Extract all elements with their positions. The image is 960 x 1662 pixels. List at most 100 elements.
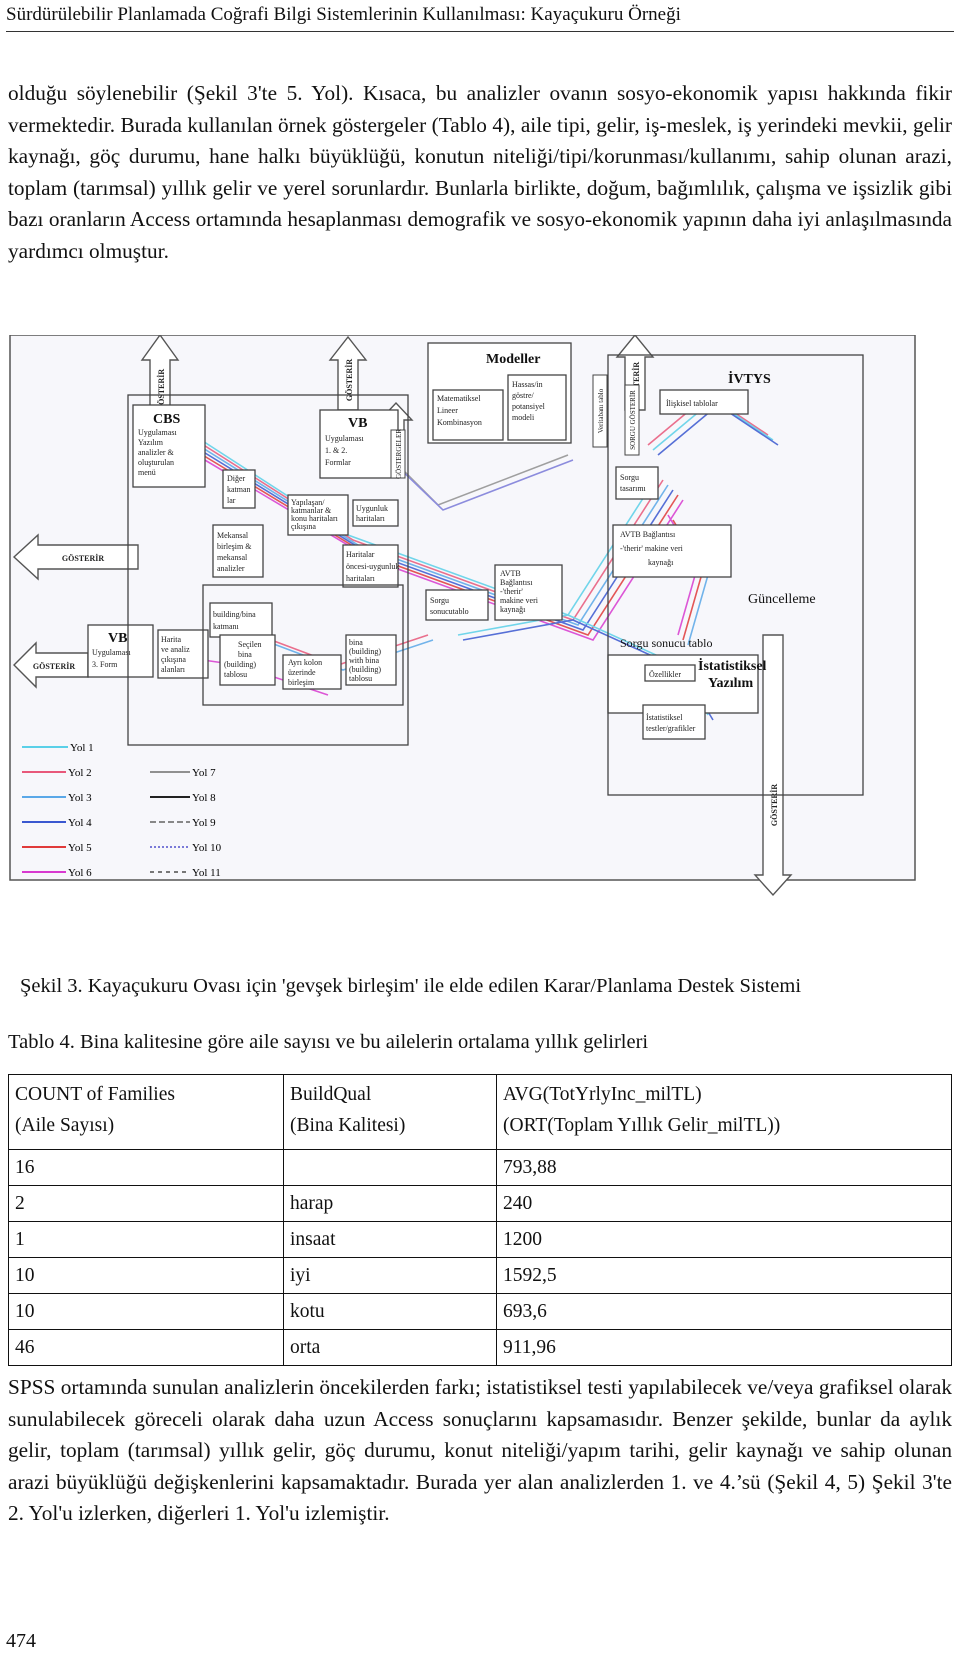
data-table: COUNT of Families (Aile Sayısı) BuildQua… bbox=[8, 1074, 952, 1366]
cbs-sub-3: analizler & bbox=[138, 448, 175, 457]
table-header-row: COUNT of Families (Aile Sayısı) BuildQua… bbox=[8, 1074, 952, 1150]
mat-model-2: Lineer bbox=[437, 406, 458, 415]
yapilasan-2: katmanlar & bbox=[291, 506, 332, 515]
building-katman-1: building/bina bbox=[213, 610, 256, 619]
table-cell: 1 bbox=[8, 1221, 284, 1258]
diger-katman-3: lar bbox=[227, 496, 236, 505]
table-cell: 46 bbox=[8, 1329, 284, 1366]
table-cell bbox=[283, 1149, 497, 1186]
bina-tablo-2: (building) bbox=[349, 647, 381, 656]
ayri-kolon-3: birleşim bbox=[288, 678, 315, 687]
mekansal-2: birleşim & bbox=[217, 542, 252, 551]
table-row: 46 orta 911,96 bbox=[8, 1329, 952, 1366]
istatistiksel-label-1: İstatistiksel bbox=[698, 657, 767, 674]
cbs-label: CBS bbox=[153, 412, 180, 427]
cbs-sub-4: oluşturulan bbox=[138, 458, 174, 467]
gosterir-label-5: GÖSTERİR bbox=[33, 661, 75, 671]
avtb1-2: -'therir' makine veri bbox=[620, 544, 684, 553]
bina-tablo-5: tablosu bbox=[349, 674, 372, 683]
table-cell: 693,6 bbox=[496, 1293, 952, 1330]
secilen-bina-4: tablosu bbox=[224, 670, 247, 679]
vb3-label: VB bbox=[108, 631, 127, 646]
table-cell: kotu bbox=[283, 1293, 497, 1330]
sorgu-sonucu-2: sonucutablo bbox=[430, 607, 469, 616]
legend-label-yol-2: Yol 2 bbox=[68, 767, 92, 779]
gosterir-label-1: GÖSTERİR bbox=[156, 369, 166, 411]
table-cell: insaat bbox=[283, 1221, 497, 1258]
ist-testler-1: İstatistiksel bbox=[646, 713, 683, 722]
body-paragraph-1: olduğu söylenebilir (Şekil 3'te 5. Yol).… bbox=[8, 81, 952, 263]
guncelleme-label: Güncelleme bbox=[748, 592, 816, 607]
secilen-bina-1: Seçilen bbox=[238, 640, 262, 649]
gostergeler-label: GÖSTERGELER bbox=[395, 429, 403, 479]
legend-label-yol-4: Yol 4 bbox=[68, 817, 92, 829]
header-line: BuildQual bbox=[290, 1084, 372, 1105]
gosterir-label-6: GÖSTERİR bbox=[769, 784, 779, 826]
table-cell: 1592,5 bbox=[496, 1257, 952, 1294]
haritalar-1: Haritalar bbox=[346, 550, 375, 559]
vb3-sub-1: Uygulaması bbox=[92, 648, 131, 657]
yapilasan-1: Yapılaşan/ bbox=[291, 498, 325, 507]
legend-label-yol-1: Yol 1 bbox=[70, 742, 94, 754]
sorgu-tasarimi-2: tasarımı bbox=[620, 484, 647, 493]
hassas-3: potansiyel bbox=[512, 402, 546, 411]
legend-label-yol-5: Yol 5 bbox=[68, 842, 92, 854]
figure-caption: Şekil 3. Kayaçukuru Ovası için 'gevşek b… bbox=[20, 975, 802, 997]
table-row: 16 793,88 bbox=[8, 1149, 952, 1186]
header-line: COUNT of Families bbox=[15, 1084, 175, 1105]
gosterir-label-2: GÖSTERİR bbox=[344, 359, 354, 401]
ayri-kolon-1: Ayrı kolon bbox=[288, 658, 322, 667]
bina-tablo-4: (building) bbox=[349, 665, 381, 674]
ist-testler-2: testler/grafikler bbox=[646, 724, 696, 733]
avtb1-3: kaynağı bbox=[648, 558, 674, 567]
cbs-sub-5: menü bbox=[138, 468, 156, 477]
modeller-label: Modeller bbox=[486, 352, 540, 367]
legend-label-yol-9: Yol 9 bbox=[192, 817, 216, 829]
sorgu-sonucu-tablo-label: Sorgu sonucu tablo bbox=[620, 636, 712, 650]
diger-katman-2: katman bbox=[227, 485, 251, 494]
gosterir-label-4: GÖSTERİR bbox=[62, 553, 104, 563]
avtb2-3: -'therir' bbox=[500, 587, 523, 596]
table-row: 1 insaat 1200 bbox=[8, 1221, 952, 1258]
header-cell: BuildQual (Bina Kalitesi) bbox=[283, 1074, 497, 1150]
mekansal-3: mekansal bbox=[217, 553, 248, 562]
vb1-sub-1: Uygulaması bbox=[325, 434, 364, 443]
sorgu-gosterir-label: SORGU GÖSTERİR bbox=[629, 390, 637, 450]
legend-label-yol-10: Yol 10 bbox=[192, 842, 222, 854]
haritalar2-2: ve analiz bbox=[161, 645, 190, 654]
mekansal-1: Mekansal bbox=[217, 531, 249, 540]
table-cell: 2 bbox=[8, 1185, 284, 1222]
table-cell: 240 bbox=[496, 1185, 952, 1222]
sorgu-sonucu-1: Sorgu bbox=[430, 596, 449, 605]
vb3-sub-2: 3. Form bbox=[92, 660, 118, 669]
avtb2-1: AVTB bbox=[500, 569, 521, 578]
uygunluk-1: Uygunluk bbox=[356, 504, 388, 513]
istatistiksel-label-2: Yazılım bbox=[708, 676, 753, 691]
table-row: 10 iyi 1592,5 bbox=[8, 1257, 952, 1294]
avtb2-4: makine veri bbox=[500, 596, 539, 605]
legend-label-yol-7: Yol 7 bbox=[192, 767, 216, 779]
haritalar-2: öncesi-uygunluk bbox=[346, 562, 399, 571]
table-cell: harap bbox=[283, 1185, 497, 1222]
bina-tablo-1: bina bbox=[349, 638, 363, 647]
hassas-2: göstre/ bbox=[512, 391, 535, 400]
secilen-bina-2: bina bbox=[238, 650, 252, 659]
hassas-4: modeli bbox=[512, 413, 535, 422]
cbs-sub-1: Uygulaması bbox=[138, 428, 177, 437]
route-legend: Yol 1 Yol 2 Yol 3 Yol 4 Yol 5 Yol 6 Yol … bbox=[22, 742, 222, 879]
ozellikler-label: Özellikler bbox=[649, 670, 681, 679]
header-cell: AVG(TotYrlyInc_milTL) (ORT(Toplam Yıllık… bbox=[496, 1074, 952, 1150]
table-cell: 16 bbox=[8, 1149, 284, 1186]
haritalar2-3: çıkışına bbox=[161, 655, 186, 664]
vb1-sub-2: 1. & 2. bbox=[325, 446, 347, 455]
legend-label-yol-8: Yol 8 bbox=[192, 792, 216, 804]
iliskisel-label: İlişkisel tablolar bbox=[666, 399, 718, 408]
body-paragraph-2: SPSS ortamında sunulan analizlerin öncek… bbox=[8, 1375, 952, 1525]
sorgu-tasarimi-1: Sorgu bbox=[620, 473, 639, 482]
mat-model-3: Kombinasyon bbox=[437, 418, 482, 427]
table-cell: 10 bbox=[8, 1293, 284, 1330]
diger-katman-1: Diğer bbox=[227, 474, 246, 483]
table-cell: 10 bbox=[8, 1257, 284, 1294]
yapilasan-3: konu haritaları bbox=[291, 514, 339, 523]
avtb2-5: kaynağı bbox=[500, 605, 526, 614]
